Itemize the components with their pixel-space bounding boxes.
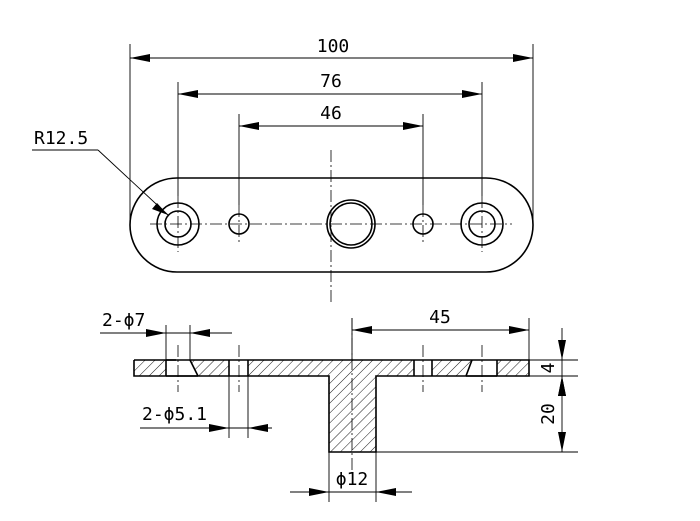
dim-overall-length: 100 xyxy=(317,36,350,57)
dim-boss-offset: 45 xyxy=(429,307,451,328)
section-hatching xyxy=(134,360,529,452)
section-dimensions: 2-ϕ7 2-ϕ5.1 45 4 20 ϕ12 xyxy=(100,307,578,502)
dim-plate-thickness: 4 xyxy=(538,363,559,374)
section-view xyxy=(133,318,530,470)
dim-inner-hole-spacing: 46 xyxy=(320,103,342,124)
top-dimensions: 100 76 46 R12.5 xyxy=(32,36,534,224)
dim-boss-diameter: ϕ12 xyxy=(336,469,369,490)
dim-outer-hole-spacing: 76 xyxy=(320,71,342,92)
dim-countersink-holes: 2-ϕ7 xyxy=(102,310,145,331)
dim-boss-height: 20 xyxy=(538,403,559,425)
plate-outline xyxy=(129,177,534,273)
top-view xyxy=(129,150,534,305)
dim-end-radius: R12.5 xyxy=(34,128,88,149)
dim-small-holes: 2-ϕ5.1 xyxy=(142,404,207,425)
